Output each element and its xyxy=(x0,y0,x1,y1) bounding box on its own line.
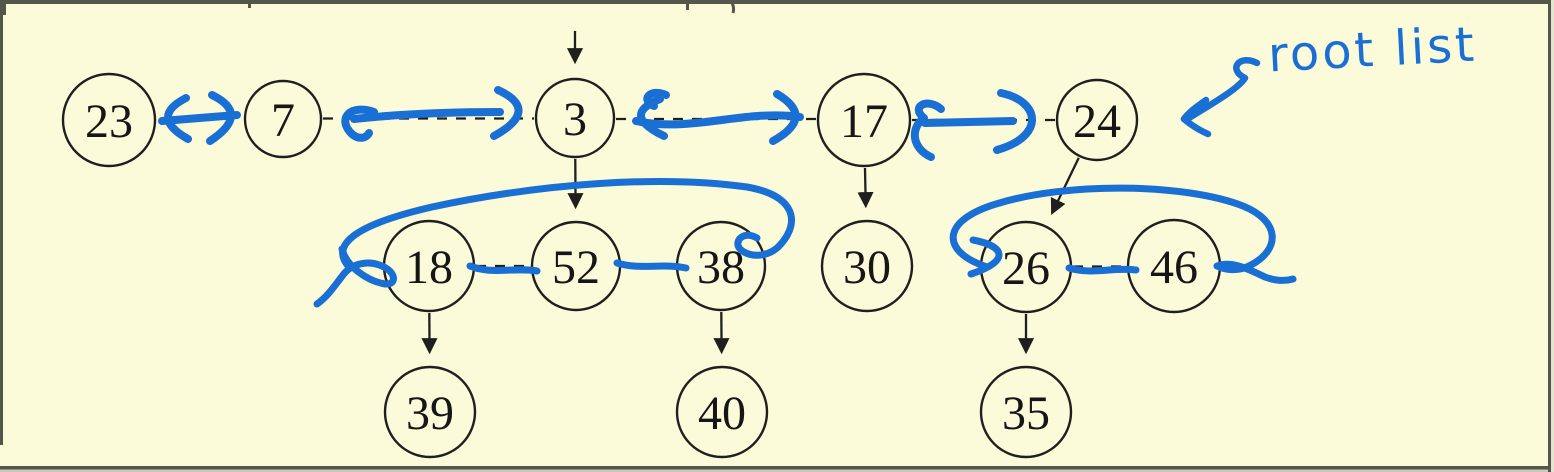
heap-node-label-17: 17 xyxy=(840,95,888,148)
top-border-line xyxy=(0,0,1554,4)
heap-node-23 xyxy=(61,72,157,168)
link-stroke-18-52 xyxy=(466,262,541,275)
root-list-pointer-arrow xyxy=(1180,57,1261,138)
cropped-text-mark xyxy=(0,0,6,15)
left-border-line xyxy=(0,0,3,445)
heap-node-label-3: 3 xyxy=(563,93,587,146)
heap-node-17 xyxy=(816,72,912,168)
root-link-arrow-3-17 xyxy=(632,88,804,145)
arrowhead-right xyxy=(206,91,235,145)
root-list-label: root list xyxy=(1266,16,1479,84)
heap-node-label-40: 40 xyxy=(698,387,746,440)
link-stroke-26-46 xyxy=(1065,264,1140,275)
arrowhead-right xyxy=(993,89,1036,154)
arrowhead-left xyxy=(164,94,192,143)
cropped-text-mark xyxy=(686,0,689,10)
heap-node-label-23: 23 xyxy=(85,95,133,148)
hook-left xyxy=(341,105,378,142)
arrowhead-barb xyxy=(1180,115,1212,138)
child-list-loop-26-46 xyxy=(949,184,1297,284)
arrowhead-left xyxy=(637,95,668,140)
heap-node-label-46: 46 xyxy=(1150,241,1198,294)
hook-left xyxy=(910,99,945,161)
root-link-arrow-7-3 xyxy=(341,86,523,142)
heap-node-label-39: 39 xyxy=(406,387,454,440)
bottom-border-line xyxy=(0,466,1554,470)
heap-node-30 xyxy=(820,219,914,313)
heap-node-24 xyxy=(1055,78,1139,162)
heap-node-label-18: 18 xyxy=(405,241,453,294)
heap-node-3 xyxy=(534,77,616,159)
root-link-arrow-23-7 xyxy=(158,91,241,145)
heap-node-39 xyxy=(383,365,477,459)
right-border-line xyxy=(1548,0,1551,472)
child-arrow-17-30 xyxy=(857,167,874,209)
heap-node-label-52: 52 xyxy=(552,241,600,294)
heap-node-35 xyxy=(979,365,1073,459)
heap-node-label-30: 30 xyxy=(843,241,891,294)
right-edge-strip xyxy=(1551,0,1554,472)
child-arrow-24-26 xyxy=(1050,157,1080,215)
heap-node-label-26: 26 xyxy=(1002,242,1050,295)
heap-node-label-24: 24 xyxy=(1073,95,1121,148)
heap-node-label-35: 35 xyxy=(1002,387,1050,440)
heap-node-40 xyxy=(675,365,769,459)
child-list-loop-18-52-38 xyxy=(313,178,795,308)
cropped-text-mark xyxy=(248,0,251,8)
arrowhead-right xyxy=(769,90,800,145)
heap-node-7 xyxy=(243,79,323,159)
bottom-edge-strip xyxy=(0,469,1554,472)
loop-tail xyxy=(313,245,397,308)
link-stroke-52-38 xyxy=(613,259,690,272)
cropped-text-mark xyxy=(728,0,736,14)
root-link-arrow-17-24 xyxy=(910,89,1036,161)
handwritten-annotations xyxy=(158,57,1297,308)
arrowhead-into-26 xyxy=(967,236,1003,278)
arrowhead-right xyxy=(490,86,523,140)
heap-node-label-7: 7 xyxy=(271,94,295,147)
